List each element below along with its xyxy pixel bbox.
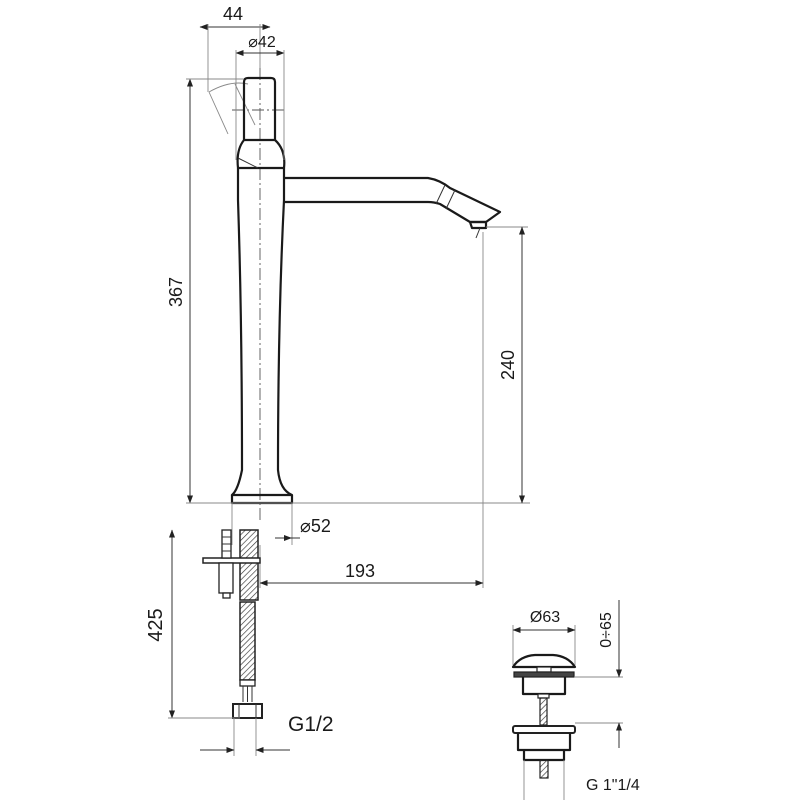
dimension-label-193: 193 bbox=[345, 561, 375, 581]
dimension-spout-reach: 193 bbox=[259, 232, 484, 588]
dimension-label-425: 425 bbox=[145, 608, 167, 641]
dimension-label-g114: G 1"1/4 bbox=[586, 777, 640, 794]
mixer-body bbox=[208, 68, 502, 520]
dimension-label-g12: G1/2 bbox=[288, 713, 334, 736]
dimension-waste-stroke: 0÷65 bbox=[575, 600, 623, 748]
dimension-spout-height: 240 bbox=[486, 226, 528, 504]
dimension-label-63: Ø63 bbox=[530, 609, 560, 626]
dimension-handle-offset: 44 bbox=[199, 4, 271, 92]
flexible-hose bbox=[232, 601, 263, 719]
dimension-label-42: ⌀42 bbox=[248, 34, 276, 51]
dimension-label-52: ⌀52 bbox=[300, 516, 331, 536]
dimension-hose-thread: G1/2 bbox=[200, 713, 334, 756]
waste-drain bbox=[511, 653, 577, 779]
dimension-label-367: 367 bbox=[166, 277, 186, 307]
dimension-label-065: 0÷65 bbox=[598, 612, 615, 648]
mounting-kit bbox=[202, 529, 261, 601]
dimension-label-240: 240 bbox=[498, 350, 518, 380]
dimension-hose-length: 425 bbox=[145, 529, 240, 719]
dimension-waste-diameter: Ø63 bbox=[512, 609, 576, 665]
dimension-base-diameter: ⌀52 bbox=[231, 503, 331, 545]
dimension-total-height: 367 bbox=[166, 78, 244, 504]
dimension-waste-thread: G 1"1/4 bbox=[523, 760, 640, 800]
dimension-handle-diameter: ⌀42 bbox=[235, 34, 285, 160]
dimension-label-44: 44 bbox=[223, 4, 243, 24]
